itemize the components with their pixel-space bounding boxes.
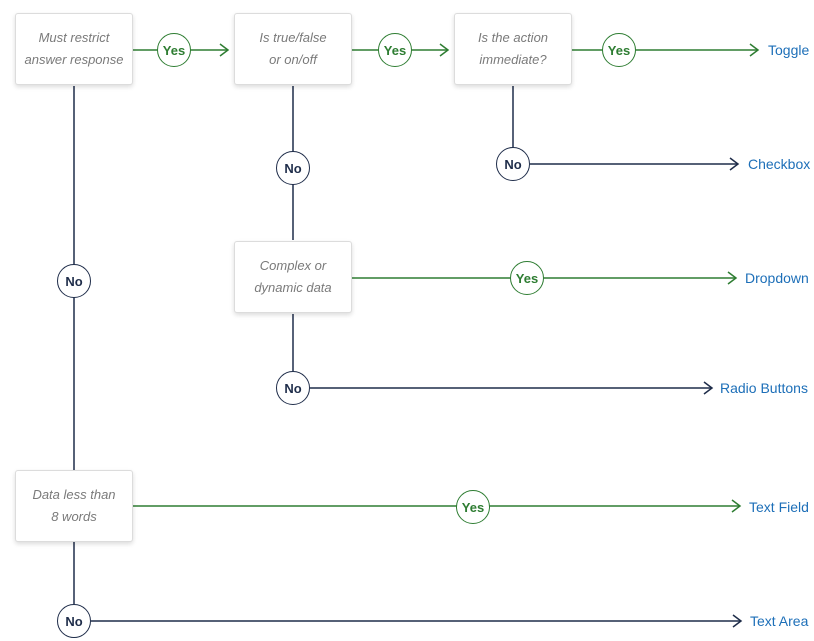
question-restrict-answer: Must restrict answer response xyxy=(15,13,133,85)
yes-badge-data-length: Yes xyxy=(456,490,490,524)
question-true-false: Is true/false or on/off xyxy=(234,13,352,85)
arrowhead-text-area xyxy=(732,614,743,628)
yes-badge-true-false: Yes xyxy=(378,33,412,67)
question-complex-data: Complex or dynamic data xyxy=(234,241,352,313)
yes-badge-restrict-answer: Yes xyxy=(157,33,191,67)
no-badge-complex-data: No xyxy=(276,371,310,405)
yes-badge-complex-data: Yes xyxy=(510,261,544,295)
question-action-immediate: Is the action immediate? xyxy=(454,13,572,85)
yes-badge-action-immediate: Yes xyxy=(602,33,636,67)
question-true-false-label: Is true/false or on/off xyxy=(259,30,327,67)
question-action-immediate-label: Is the action immediate? xyxy=(477,30,549,67)
question-data-length-label: Data less than 8 words xyxy=(32,487,116,524)
outcome-dropdown: Dropdown xyxy=(745,270,809,286)
arrowhead-checkbox xyxy=(729,157,740,171)
no-badge-restrict-answer: No xyxy=(57,264,91,298)
no-badge-true-false: No xyxy=(276,151,310,185)
arrowhead-radio-buttons xyxy=(703,381,714,395)
outcome-toggle: Toggle xyxy=(768,42,810,58)
outcome-radio-buttons: Radio Buttons xyxy=(720,380,808,396)
outcome-checkbox: Checkbox xyxy=(748,156,811,172)
arrowhead-q2-yes xyxy=(439,43,450,57)
no-badge-data-length: No xyxy=(57,604,91,638)
question-data-length: Data less than 8 words xyxy=(15,470,133,542)
outcome-text-area: Text Area xyxy=(750,613,809,629)
no-badge-action-immediate: No xyxy=(496,147,530,181)
outcome-text-field: Text Field xyxy=(749,499,809,515)
arrowhead-q1-yes xyxy=(219,43,230,57)
question-complex-data-label: Complex or dynamic data xyxy=(254,258,332,295)
arrowhead-toggle xyxy=(749,43,760,57)
question-restrict-answer-label: Must restrict answer response xyxy=(24,30,124,67)
arrowhead-dropdown xyxy=(727,271,738,285)
arrowhead-text-field xyxy=(731,499,742,513)
